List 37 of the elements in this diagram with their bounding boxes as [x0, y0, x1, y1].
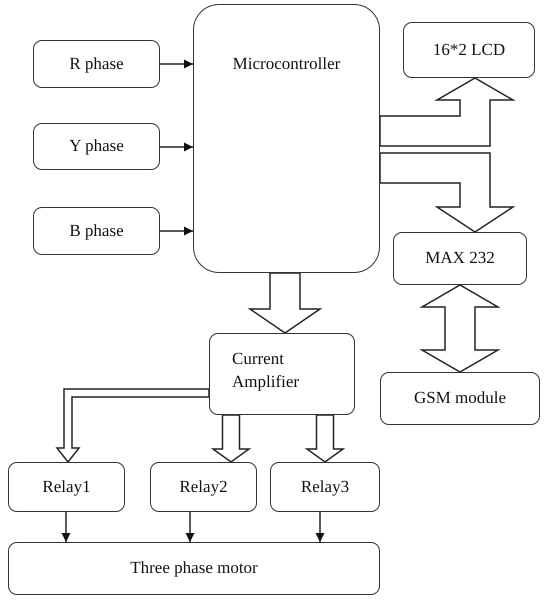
block-label: 16*2 LCD: [432, 38, 506, 61]
block-arrow: [419, 284, 501, 373]
block-label: Microcontroller: [232, 53, 340, 75]
block-box: [33, 123, 160, 170]
block-box: [8, 542, 380, 595]
block-box: [270, 462, 380, 512]
block-arrow: [379, 77, 516, 147]
arrow: [316, 512, 324, 542]
arrow: [160, 142, 193, 152]
block-label: Current Amplifier: [232, 348, 300, 393]
block-label: Relay1: [42, 476, 91, 498]
arrow: [186, 512, 194, 542]
arrow: [160, 226, 193, 236]
block-label: Y phase: [69, 135, 124, 158]
block-arrow: [379, 152, 516, 233]
block-label: R phase: [69, 52, 124, 75]
arrow: [160, 60, 193, 68]
block-arrow: [248, 272, 322, 334]
arrow: [62, 512, 70, 542]
block-box: [380, 372, 540, 425]
block-label: MAX 232: [425, 247, 495, 270]
block-label: Relay2: [179, 476, 228, 498]
block-arrow: [210, 414, 252, 463]
block-label: Relay3: [300, 476, 350, 498]
block-box: [209, 333, 355, 415]
block-arrow: [55, 388, 210, 464]
block-box: [193, 4, 380, 273]
block-box: [393, 232, 527, 285]
block-box: [150, 462, 257, 512]
block-label: GSM module: [414, 387, 506, 410]
block-box: [8, 462, 125, 512]
block-label: B phase: [69, 220, 124, 242]
block-box: [403, 22, 535, 78]
block-label: Three phase motor: [130, 557, 258, 580]
block-arrow: [304, 414, 346, 463]
block-box: [33, 207, 160, 255]
block-box: [33, 40, 160, 88]
